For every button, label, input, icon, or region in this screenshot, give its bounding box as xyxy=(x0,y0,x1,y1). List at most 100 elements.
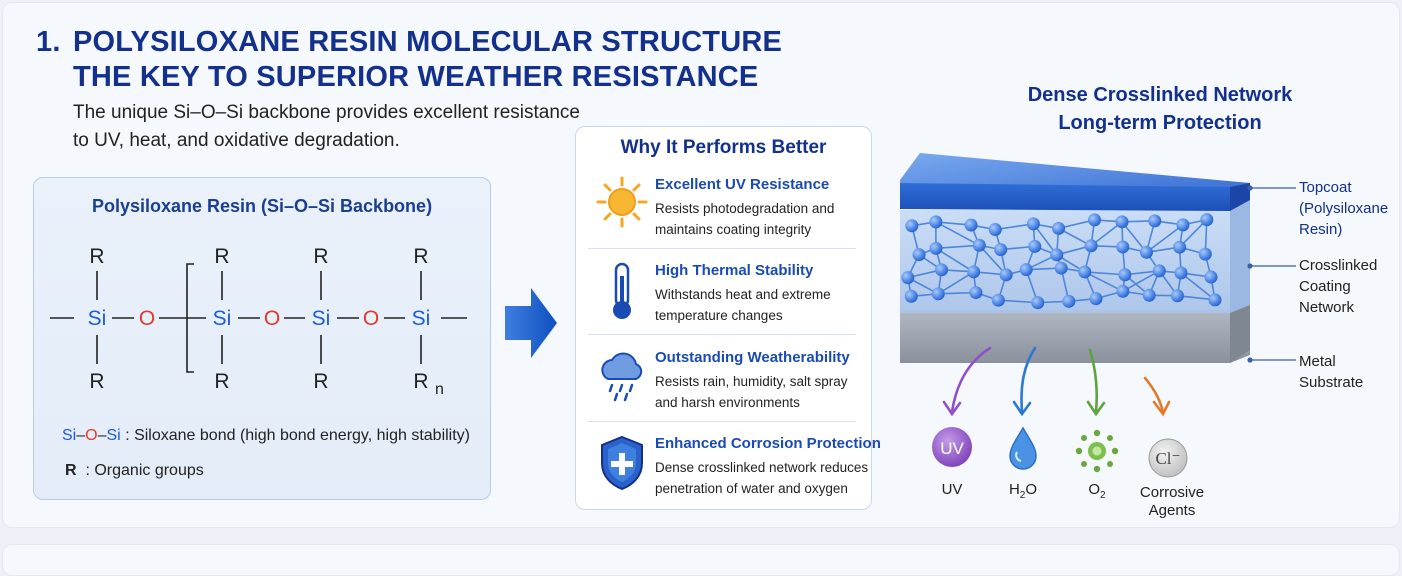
description-line-2: to UV, heat, and oxidative degradation. xyxy=(73,127,593,155)
benefit-item-uv: Excellent UV Resistance Resists photodeg… xyxy=(588,176,858,262)
network-node xyxy=(1088,213,1101,226)
label-line: Substrate xyxy=(1299,372,1363,393)
r-group-top-1: R xyxy=(89,245,104,268)
network-node xyxy=(1055,262,1068,275)
network-node xyxy=(1200,213,1213,226)
legend-r: R xyxy=(65,462,77,479)
network-node xyxy=(932,287,945,300)
right-arrow-icon xyxy=(505,288,559,358)
label-line: Network xyxy=(1299,297,1377,318)
o-atom-3: O xyxy=(363,307,379,330)
o2-label: O2 xyxy=(1074,481,1120,505)
repeat-subscript-n: n xyxy=(435,381,444,398)
shield-plus-icon xyxy=(596,435,648,495)
section-title-line2: THE KEY TO SUPERIOR WEATHER RESISTANCE xyxy=(73,61,758,94)
label-crosslinked-network: Crosslinked Coating Network xyxy=(1299,255,1377,318)
benefit-item-thermal: High Thermal Stability Withstands heat a… xyxy=(588,262,858,348)
benefit-item-corrosion: Enhanced Corrosion Protection Dense cros… xyxy=(588,435,858,521)
section-title-line1: 1.POLYSILOXANE RESIN MOLECULAR STRUCTURE xyxy=(36,26,782,59)
divider xyxy=(588,248,856,249)
legend-siloxane-bond: Si–O–Si : Siloxane bond (high bond energ… xyxy=(62,427,470,445)
label-line: Metal xyxy=(1299,351,1363,372)
network-node xyxy=(1175,266,1188,279)
legend-o: O xyxy=(85,427,97,444)
label-line: Crosslinked xyxy=(1299,255,1377,276)
label-line: Resin) xyxy=(1299,219,1388,240)
uv-label: UV xyxy=(930,481,974,499)
benefit-desc-line: Dense crosslinked network reduces xyxy=(655,457,868,478)
network-node xyxy=(1089,292,1102,305)
network-node xyxy=(1171,289,1184,302)
o2-sub: 2 xyxy=(1100,490,1106,501)
legend-dash-2: – xyxy=(98,427,107,444)
benefit-heading-weather: Outstanding Weatherability xyxy=(655,349,850,366)
network-node xyxy=(1205,271,1218,284)
network-node xyxy=(992,294,1005,307)
section-description: The unique Si–O–Si backbone provides exc… xyxy=(73,99,593,155)
chloride-badge-text: Cl⁻ xyxy=(1155,449,1180,468)
network-node xyxy=(1027,217,1040,230)
network-node xyxy=(1153,264,1166,277)
network-node xyxy=(1116,285,1129,298)
benefit-desc-line: Withstands heat and extreme xyxy=(655,284,831,305)
r-group-bottom-3: R xyxy=(313,370,328,393)
divider xyxy=(588,421,856,422)
legend-r-text: : Organic groups xyxy=(85,462,203,479)
network-node xyxy=(969,286,982,299)
network-node xyxy=(1052,222,1065,235)
network-node xyxy=(967,265,980,278)
si-atom-3: Si xyxy=(312,307,331,330)
network-node xyxy=(989,223,1002,236)
corrosive-line2: Agents xyxy=(1132,502,1212,520)
label-line: Topcoat xyxy=(1299,177,1388,198)
benefit-desc-line: Resists photodegradation and xyxy=(655,198,834,219)
network-node xyxy=(965,219,978,232)
network-node xyxy=(913,248,926,261)
network-node xyxy=(1028,240,1041,253)
oxygen-icon xyxy=(1076,430,1118,472)
si-atom-1: Si xyxy=(88,307,107,330)
corrosive-agents-label: Corrosive Agents xyxy=(1132,484,1212,520)
label-line: (Polysiloxane xyxy=(1299,198,1388,219)
corrosive-line1: Corrosive xyxy=(1132,484,1212,502)
description-line-1: The unique Si–O–Si backbone provides exc… xyxy=(73,99,593,127)
legend-bond-text: : Siloxane bond (high bond energy, high … xyxy=(125,427,470,444)
divider xyxy=(588,334,856,335)
label-metal-substrate: Metal Substrate xyxy=(1299,351,1363,393)
network-node xyxy=(1118,268,1131,281)
r-group-top-2: R xyxy=(214,245,229,268)
benefit-desc-line: Resists rain, humidity, salt spray xyxy=(655,371,848,392)
network-title: Dense Crosslinked Network Long-term Prot… xyxy=(990,81,1330,137)
r-group-top-3: R xyxy=(313,245,328,268)
title-text-1: POLYSILOXANE RESIN MOLECULAR STRUCTURE xyxy=(73,26,782,58)
label-topcoat: Topcoat (Polysiloxane Resin) xyxy=(1299,177,1388,240)
network-node xyxy=(1000,268,1013,281)
h2o-h: H xyxy=(1009,481,1020,498)
rain-cloud-icon xyxy=(596,349,648,409)
siloxane-formula: R R R R R R R R n xyxy=(34,178,490,499)
legend-si-2: Si xyxy=(107,427,121,444)
network-node xyxy=(929,242,942,255)
thermometer-icon xyxy=(596,262,648,322)
si-atom-4: Si xyxy=(412,307,431,330)
why-performs-box: Why It Performs Better Excellent UV Resi… xyxy=(575,126,872,510)
label-leader-lines xyxy=(1240,180,1300,380)
network-node xyxy=(973,239,986,252)
network-title-line2: Long-term Protection xyxy=(990,109,1330,137)
resin-structure-box: Polysiloxane Resin (Si–O–Si Backbone) R … xyxy=(33,177,491,500)
o2-o: O xyxy=(1088,481,1100,498)
network-node xyxy=(935,263,948,276)
network-node xyxy=(1140,246,1153,259)
uv-badge-text: UV xyxy=(940,439,964,458)
r-group-bottom-4: R xyxy=(413,370,428,393)
why-box-title: Why It Performs Better xyxy=(576,137,871,159)
network-node xyxy=(1078,265,1091,278)
next-section-panel xyxy=(2,544,1400,576)
network-node xyxy=(1020,263,1033,276)
network-node xyxy=(1199,248,1212,261)
h2o-label: H2O xyxy=(1000,481,1046,505)
label-line: Coating xyxy=(1299,276,1377,297)
